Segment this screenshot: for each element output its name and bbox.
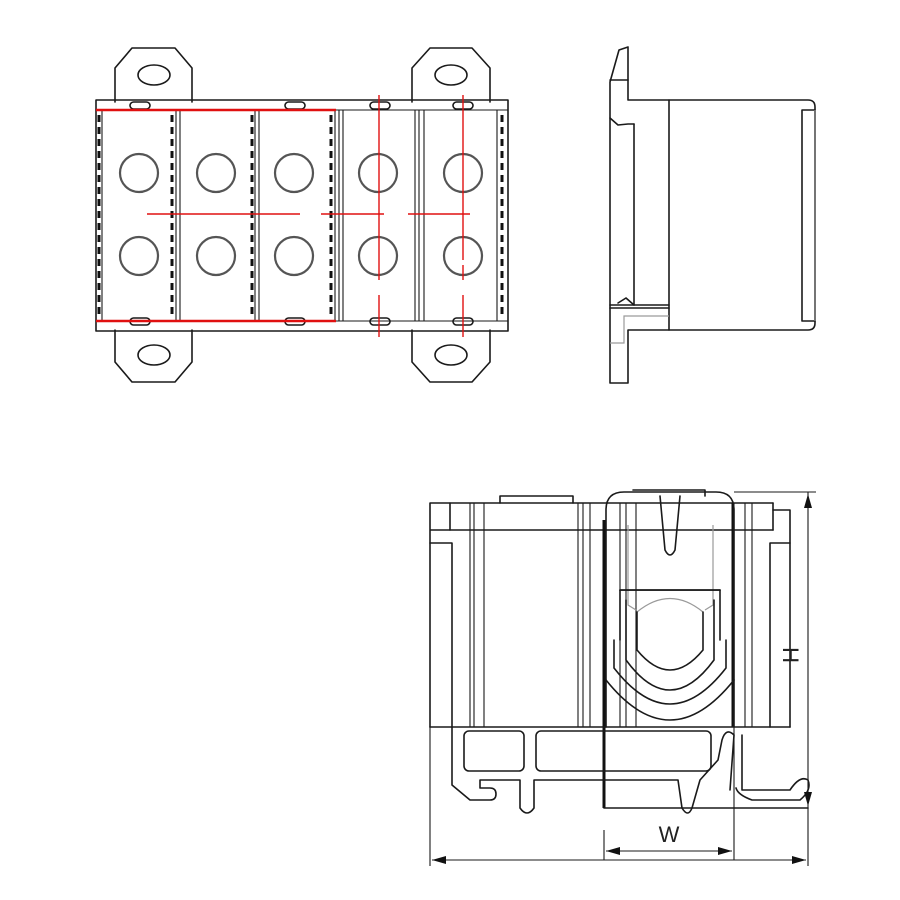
top-view [95,47,509,383]
side-view [609,46,816,384]
mounting-ear-bottom-right [411,329,491,383]
mounting-ear-bottom-left [114,329,193,383]
height-label: H [778,647,803,663]
width-label: W [659,822,680,847]
dimension-w: W [603,727,735,860]
centerlines [96,95,470,337]
dimension-overall-width [429,727,809,866]
top-view-body [95,99,509,332]
dimension-h: H [734,491,816,808]
mounting-ear-top-right [411,47,491,103]
mounting-ear-top-left [114,47,193,103]
front-view: H W [429,489,816,866]
